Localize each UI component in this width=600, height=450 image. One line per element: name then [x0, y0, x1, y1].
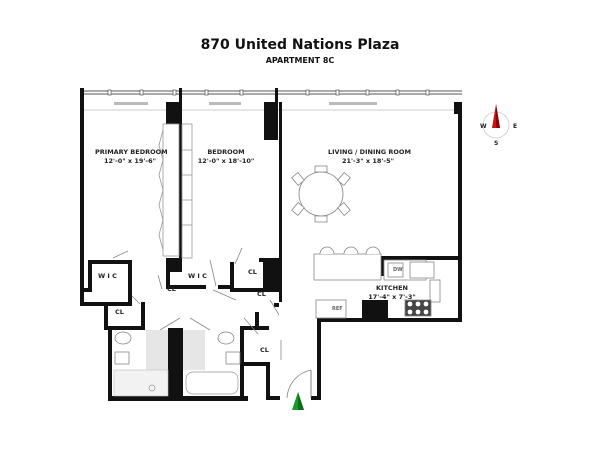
room-dimensions: 17'-4" x 7'-3" — [368, 293, 416, 301]
room-name: BEDROOM — [207, 148, 245, 156]
doors — [112, 247, 312, 399]
compass-east: E — [513, 123, 518, 130]
closet-wic-primary: W I C — [98, 272, 117, 280]
room-name: KITCHEN — [376, 284, 408, 292]
closet-cl-hall-1: CL — [248, 268, 257, 276]
appliance-dishwasher: DW — [393, 267, 403, 273]
bathroom-floors — [113, 330, 241, 397]
apartment-subtitle: APARTMENT 8C — [265, 56, 335, 65]
room-living-dining: LIVING / DINING ROOM 21'-3" x 18'-5" — [328, 148, 411, 166]
room-dimensions: 12'-0" x 18'-10" — [197, 157, 255, 165]
closet-wic-bedroom: W I C — [188, 272, 207, 280]
compass-west: W — [480, 123, 487, 130]
closet-panels — [158, 123, 193, 259]
room-bedroom: BEDROOM 12'-0" x 18'-10" — [196, 148, 256, 166]
room-name: LIVING / DINING ROOM — [328, 148, 411, 156]
compass-icon — [482, 104, 510, 139]
closet-cl-primary: CL — [115, 308, 124, 316]
room-dimensions: 12'-0" x 19'-6" — [103, 157, 156, 165]
compass-south: S — [494, 140, 499, 147]
room-kitchen: KITCHEN 17'-4" x 7'-3" — [362, 284, 422, 302]
closet-cl-entry: CL — [260, 346, 269, 354]
appliance-refrigerator: REF — [332, 306, 343, 312]
dining-table — [291, 165, 351, 223]
closet-cl-hall-2: CL — [257, 290, 266, 298]
building-title: 870 United Nations Plaza — [200, 37, 400, 53]
radiators — [114, 102, 377, 105]
room-primary-bedroom: PRIMARY BEDROOM 12'-0" x 19'-6" — [95, 148, 168, 166]
walls — [80, 88, 462, 401]
closet-cl-bedroom: CL — [167, 285, 176, 293]
room-dimensions: 21'-3" x 18'-5" — [341, 157, 394, 165]
entry-arrow-icon — [292, 392, 304, 410]
room-name: PRIMARY BEDROOM — [95, 148, 168, 156]
